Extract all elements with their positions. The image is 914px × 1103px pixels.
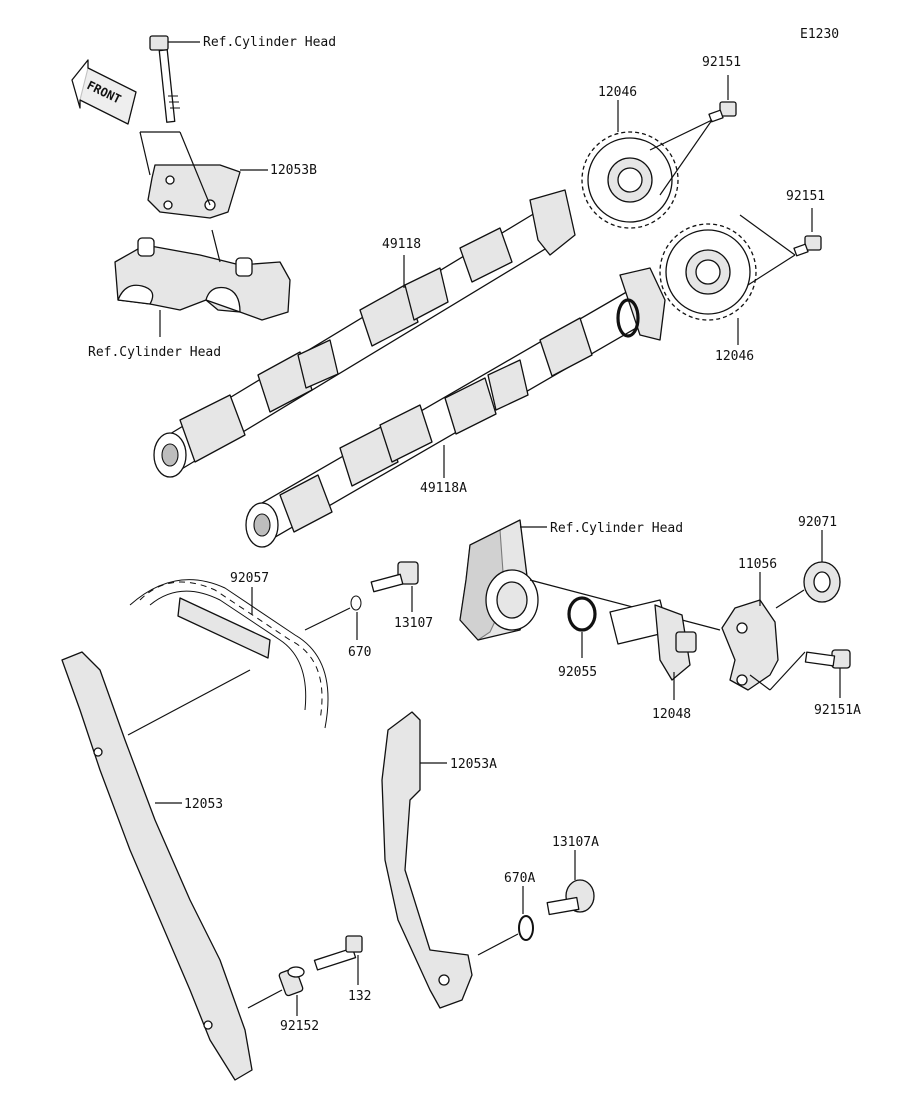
chain-tensioner-12048 (609, 599, 697, 681)
o-ring-670A (518, 915, 534, 941)
cylinder-head-section (459, 519, 539, 641)
label-ref-cylinder-head-top: Ref.Cylinder Head (203, 35, 336, 50)
label-92071: 92071 (798, 515, 837, 530)
head-bolt (149, 35, 180, 123)
chain-guide-12053A (381, 711, 473, 1009)
camshaft-cap (114, 237, 291, 321)
gasket-92055 (567, 596, 597, 632)
label-92057: 92057 (230, 571, 269, 586)
label-670: 670 (348, 645, 371, 660)
washer-92071 (803, 561, 841, 603)
o-ring-670 (350, 595, 362, 611)
cam-chain (129, 579, 329, 729)
guide-bolt-13107A (546, 879, 595, 916)
label-92055: 92055 (558, 665, 597, 680)
label-132: 132 (348, 989, 371, 1004)
camshaft-49118 (153, 189, 576, 478)
label-670A: 670A (504, 871, 535, 886)
label-12053B: 12053B (270, 163, 317, 178)
chain-guide-12053 (61, 651, 253, 1081)
cam-sprocket-bottom (659, 223, 757, 321)
bracket-bolt-92151A (804, 649, 851, 669)
label-92151-mid: 92151 (786, 189, 825, 204)
sprocket-bolt-bottom (793, 235, 822, 257)
label-11056: 11056 (738, 557, 777, 572)
label-12048: 12048 (652, 707, 691, 722)
guide-bolt-132 (313, 935, 363, 971)
label-49118A: 49118A (420, 481, 467, 496)
front-direction-arrow: FRONT (71, 59, 137, 125)
label-12046-top: 12046 (598, 85, 637, 100)
label-12053A: 12053A (450, 757, 497, 772)
label-ref-cylinder-head-left: Ref.Cylinder Head (88, 345, 221, 360)
label-13107: 13107 (394, 616, 433, 631)
label-12053: 12053 (184, 797, 223, 812)
label-12046-bottom: 12046 (715, 349, 754, 364)
cam-sprocket-top (581, 131, 679, 229)
collar-92152 (278, 966, 305, 997)
tensioner-bolt-13107 (370, 561, 419, 593)
label-92151A: 92151A (814, 703, 861, 718)
chain-guide-plate-12053B (147, 164, 241, 219)
label-92152: 92152 (280, 1019, 319, 1034)
label-49118: 49118 (382, 237, 421, 252)
bracket-11056 (721, 599, 779, 691)
diagram-code: E1230 (800, 27, 839, 42)
label-13107A: 13107A (552, 835, 599, 850)
camshaft-49118A (245, 267, 666, 548)
sprocket-bolt-top (708, 101, 737, 123)
label-ref-cylinder-head-right: Ref.Cylinder Head (550, 521, 683, 536)
label-92151-top: 92151 (702, 55, 741, 70)
